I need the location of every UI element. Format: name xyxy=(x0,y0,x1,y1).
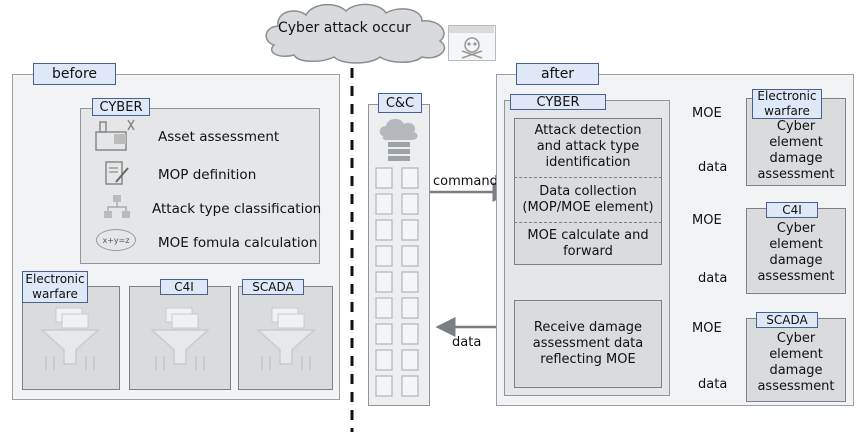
funnel-icon xyxy=(150,307,210,370)
attack-cloud-shape xyxy=(265,3,446,64)
step-attack-detection: Attack detection and attack type identif… xyxy=(534,123,642,170)
funnel-icon xyxy=(40,307,100,370)
after-c4i-text: Cyber element damage assessment xyxy=(757,221,835,284)
data-label-scada: data xyxy=(698,377,728,392)
hierarchy-icon xyxy=(104,195,130,218)
cloud-server-icon xyxy=(379,118,418,161)
formula-speech-icon: x+y=z xyxy=(96,229,136,251)
moe-label-c4i: MOE xyxy=(692,213,722,228)
receive-text: Receive damage assessment data reflectin… xyxy=(532,320,644,367)
cloud-label: Cyber attack occur xyxy=(278,20,411,36)
step-data-collection: Data collection (MOP/MOE element) xyxy=(522,183,654,215)
notepad-pen-icon xyxy=(105,161,129,185)
after-label: after xyxy=(516,63,599,85)
after-c4i-box xyxy=(746,208,846,294)
step-divider xyxy=(514,222,662,223)
before-cyber-label: CYBER xyxy=(92,98,150,116)
after-ew-label: Electronic warfare xyxy=(752,89,822,119)
after-scada-text: Cyber element damage assessment xyxy=(757,331,835,394)
funnel-icon xyxy=(256,307,316,370)
after-ew-text: Cyber element damage assessment xyxy=(757,119,835,182)
server-rack-icons xyxy=(375,167,419,397)
step-moe-calculate: MOE calculate and forward xyxy=(527,228,649,259)
factory-icon xyxy=(95,119,135,151)
before-scada-label: SCADA xyxy=(242,279,304,295)
before-c4i-label: C4I xyxy=(160,279,208,295)
after-cyber-label: CYBER xyxy=(510,94,606,110)
moe-label-scada: MOE xyxy=(692,321,722,336)
before-item-moe-formula: MOE fomula calculation xyxy=(158,235,318,251)
data-label-c4i: data xyxy=(698,271,728,286)
before-item-asset-assessment: Asset assessment xyxy=(158,129,280,145)
command-label: command xyxy=(433,174,498,189)
after-steps-box xyxy=(514,118,662,265)
after-c4i-label: C4I xyxy=(766,202,818,218)
before-item-attack-type-classification: Attack type classification xyxy=(152,201,322,217)
cc-label: C&C xyxy=(378,93,422,113)
before-label: before xyxy=(33,63,116,85)
after-scada-label: SCADA xyxy=(756,312,818,328)
data-label-ew: data xyxy=(698,160,728,175)
before-ew-label: Electronic warfare xyxy=(22,271,88,303)
step-divider xyxy=(514,177,662,178)
receive-box xyxy=(514,300,662,388)
data-to-cc-label: data xyxy=(452,335,482,350)
before-item-mop-definition: MOP definition xyxy=(158,167,257,183)
skull-browser-icon xyxy=(448,25,496,61)
moe-label-ew: MOE xyxy=(692,106,722,121)
